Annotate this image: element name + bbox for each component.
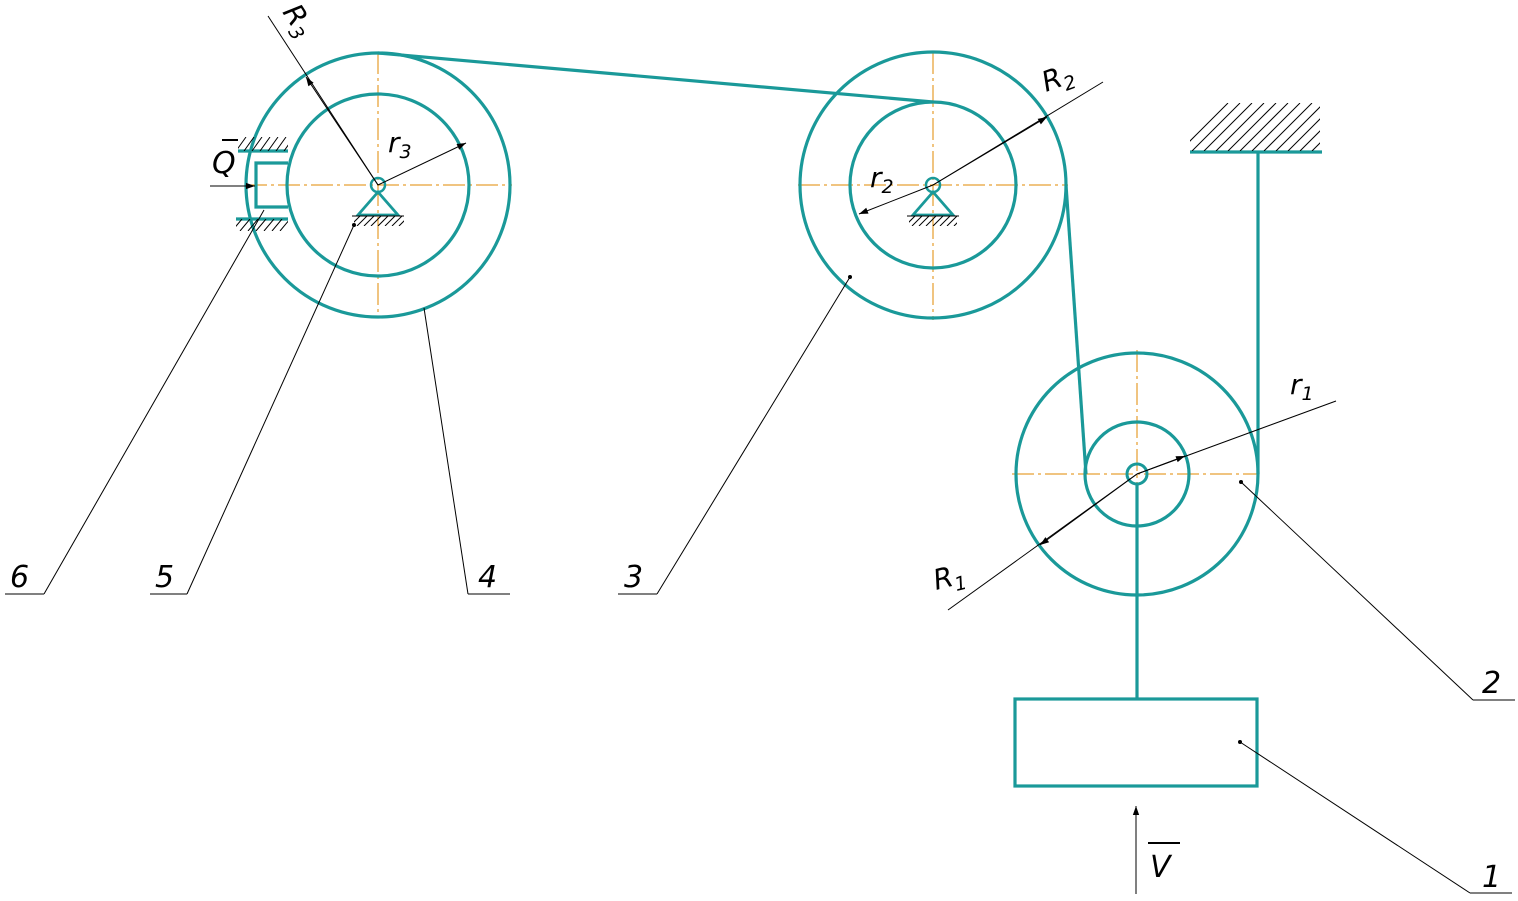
svg-text:R2: R2 — [1037, 57, 1079, 103]
svg-text:R3: R3 — [273, 0, 321, 44]
callout-1: 1 — [1238, 740, 1512, 895]
dim-R2: R2 — [932, 57, 1104, 186]
callout-3-label: 3 — [624, 560, 643, 595]
callout-4-label: 4 — [478, 560, 497, 595]
dim-R1-sub: 1 — [952, 572, 969, 596]
ceiling-support — [1190, 103, 1322, 154]
guide-top-hatch — [238, 137, 288, 151]
callout-5: 5 — [150, 223, 356, 595]
svg-text:r3: r3 — [388, 126, 412, 163]
force-q: Q — [210, 139, 255, 190]
velocity-v-label: V — [1150, 850, 1173, 885]
pivot-support-3 — [907, 176, 959, 226]
velocity-v: V — [1132, 806, 1180, 894]
callout-6-label: 6 — [10, 560, 29, 595]
svg-text:r2: r2 — [870, 161, 894, 198]
support-5-hatch — [354, 216, 404, 226]
callout-2-label: 2 — [1482, 666, 1501, 701]
callout-1-label: 1 — [1482, 860, 1501, 895]
dim-r2: r2 — [858, 161, 934, 215]
callout-4: 4 — [423, 307, 510, 595]
ceiling-hatch — [1190, 103, 1320, 151]
dim-r3-base: r — [388, 126, 401, 159]
cables — [377, 51, 1260, 699]
dim-r2-sub: 2 — [882, 176, 894, 198]
callout-5-label: 5 — [155, 560, 174, 595]
svg-text:r1: r1 — [1290, 368, 1314, 405]
brake-shoe-6 — [236, 137, 288, 231]
dim-r1: r1 — [1136, 368, 1337, 475]
pivot-support-5 — [352, 176, 404, 226]
support-3-hatch — [909, 216, 957, 226]
callout-2: 2 — [1239, 480, 1515, 701]
dim-r1-base: r — [1290, 368, 1303, 401]
guide-bottom-hatch — [236, 219, 288, 231]
callout-6: 6 — [5, 209, 265, 595]
callout-3: 3 — [618, 275, 852, 595]
dim-r3: r3 — [377, 126, 467, 186]
force-q-label: Q — [212, 146, 236, 181]
load-1 — [1013, 697, 1259, 788]
dim-r1-sub: 1 — [1302, 383, 1314, 405]
dim-r3-sub: 3 — [400, 141, 412, 163]
svg-text:R1: R1 — [930, 557, 970, 601]
dim-r2-base: r — [870, 161, 883, 194]
